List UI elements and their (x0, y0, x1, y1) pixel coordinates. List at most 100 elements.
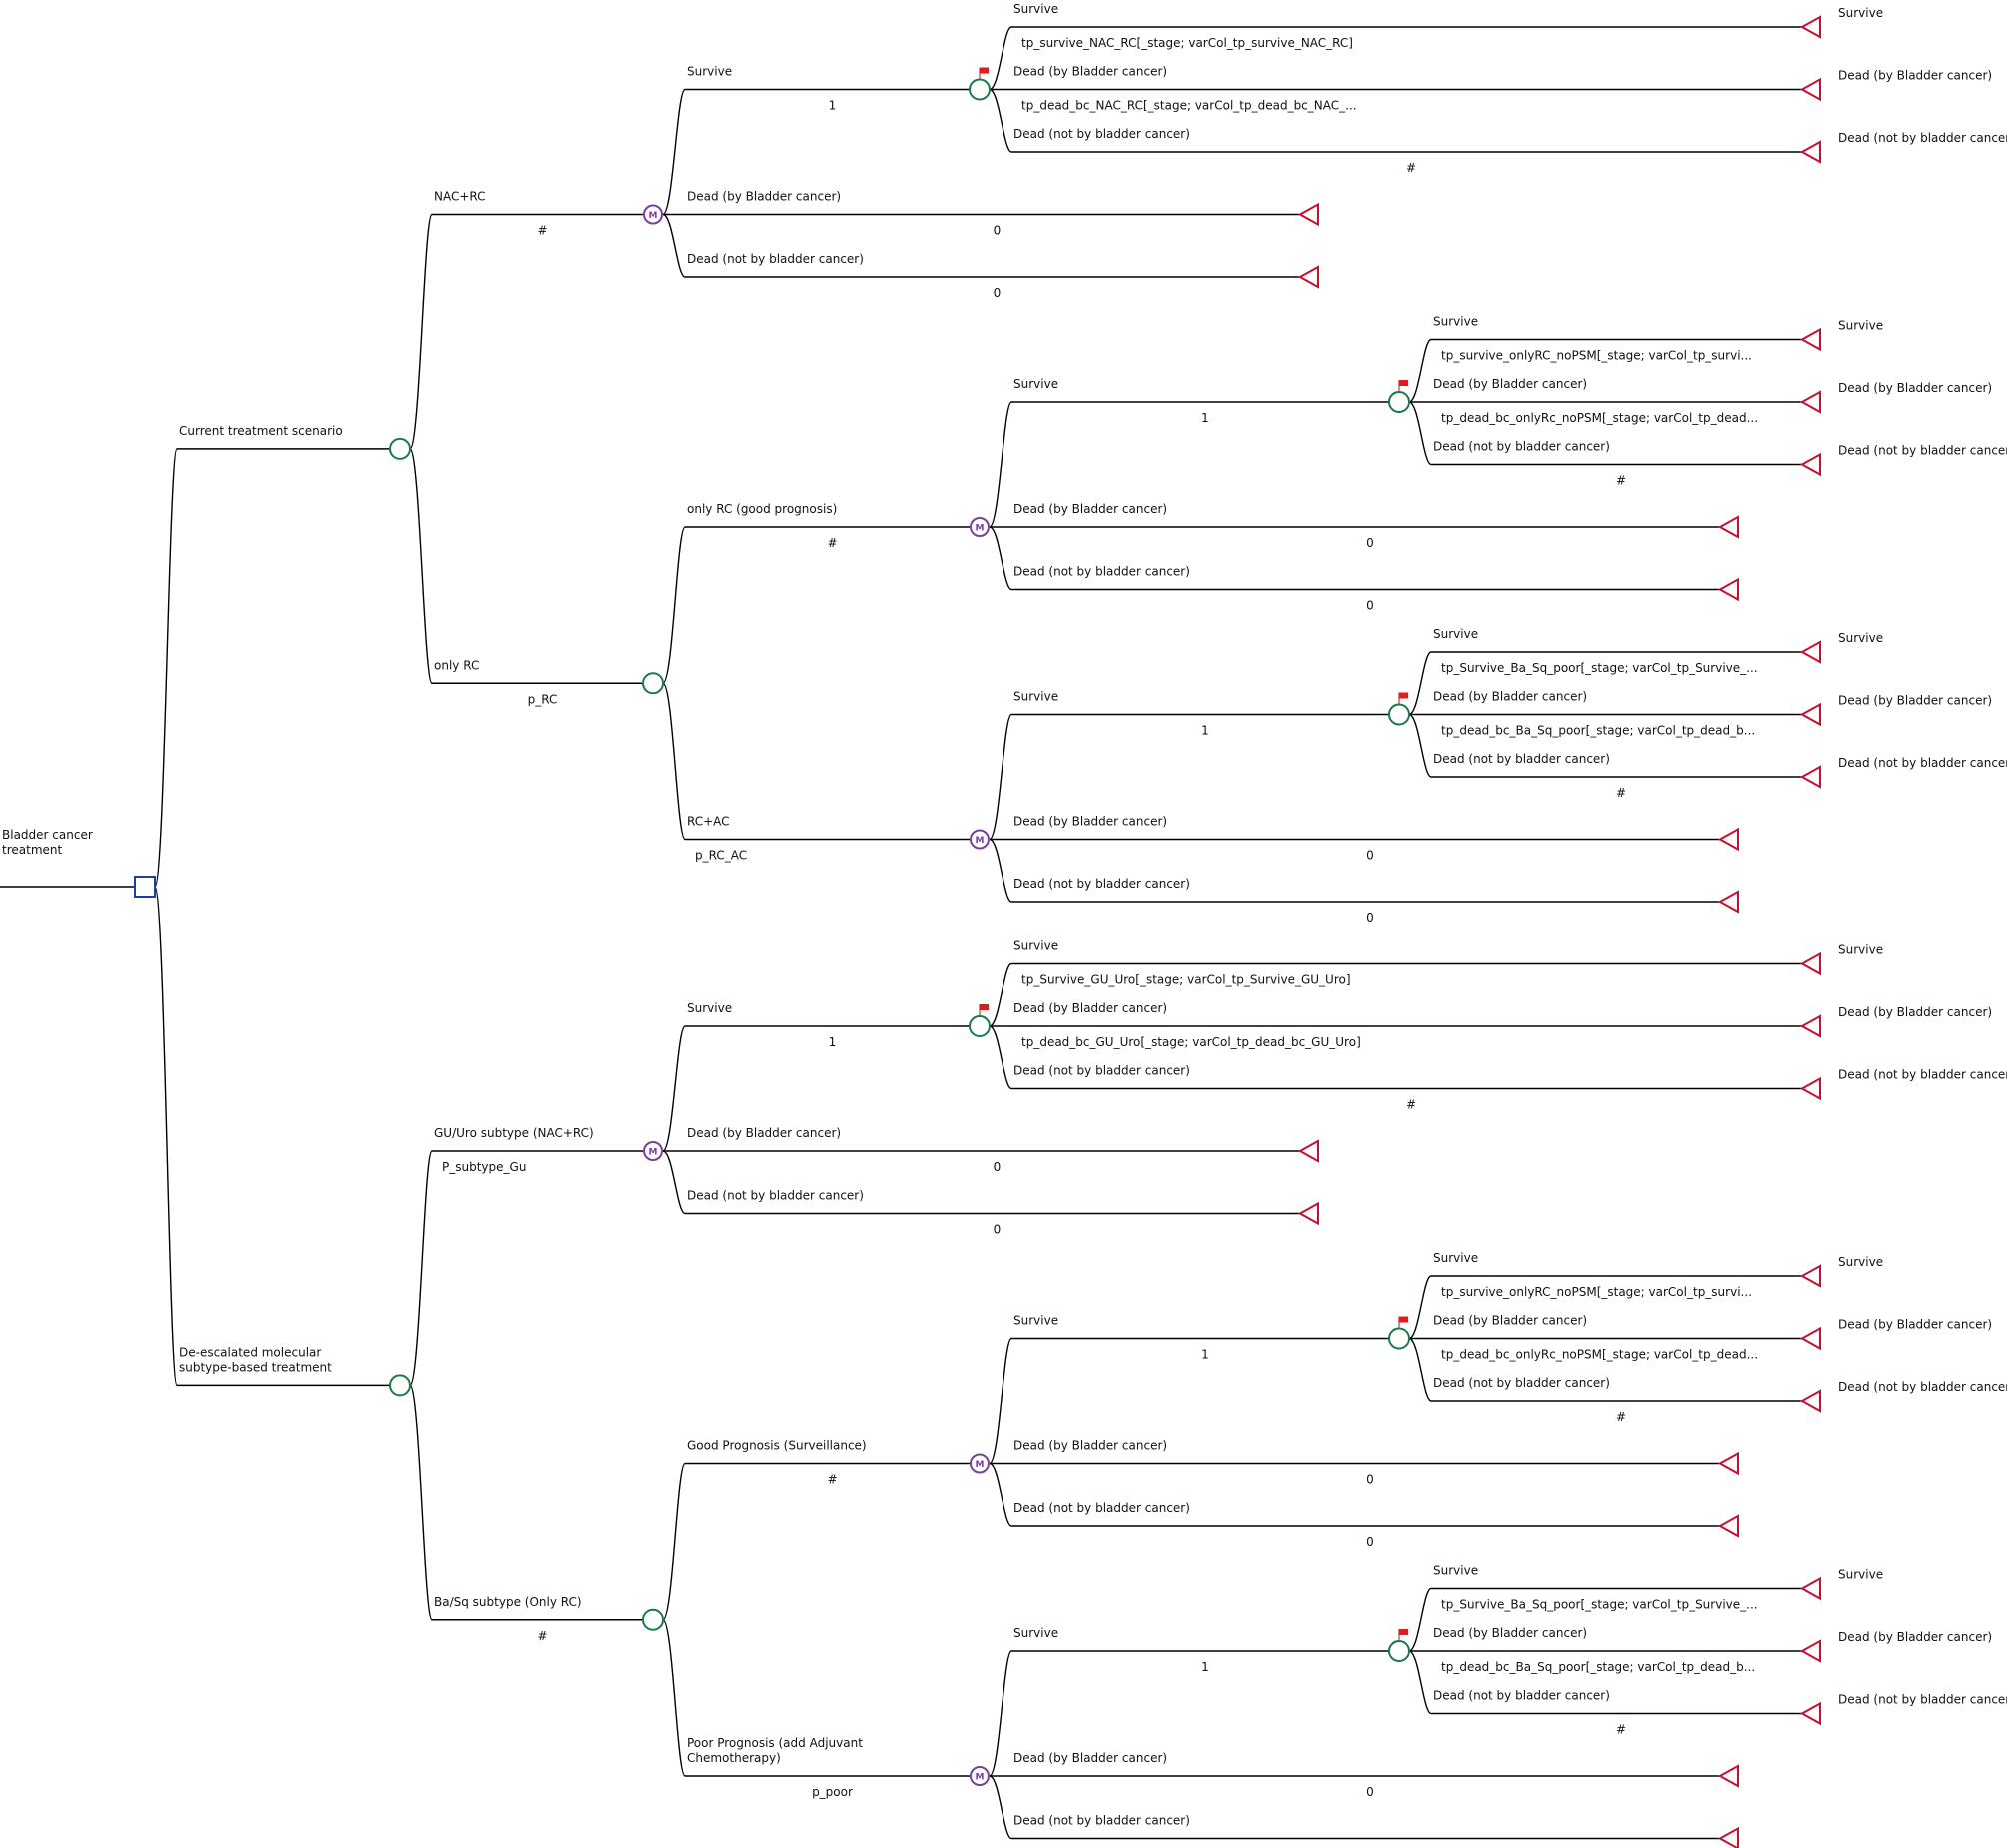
chance-node-icon[interactable] (389, 437, 411, 460)
branch-line (662, 88, 970, 216)
terminal-node-icon[interactable] (1799, 765, 1821, 789)
decision-node-icon[interactable] (134, 876, 156, 898)
branch-name-label: Dead (not by bladder cancer) (1013, 1814, 1190, 1828)
terminal-node-icon[interactable] (1717, 890, 1739, 914)
terminal-outcome-label: Dead (by Bladder cancer) (1838, 1318, 1992, 1332)
branch-line (154, 448, 390, 888)
branch-line (989, 26, 1802, 91)
terminal-node-icon[interactable] (1717, 1764, 1739, 1788)
branch-name-label: RC+AC (687, 815, 730, 829)
terminal-node-icon[interactable] (1799, 951, 1821, 976)
terminal-node-icon[interactable] (1799, 1576, 1821, 1601)
branch-probability-label: 1 (1201, 411, 1209, 425)
markov-node-icon[interactable] (970, 829, 990, 850)
terminal-node-icon[interactable] (1297, 1201, 1319, 1226)
branch-name-label: Dead (not by bladder cancer) (687, 1189, 864, 1203)
chance-node-icon[interactable] (642, 672, 664, 695)
chance-node-icon[interactable] (1388, 703, 1410, 726)
markov-node-icon[interactable] (970, 1453, 990, 1474)
branch-name-label: Dead (not by bladder cancer) (1433, 1689, 1610, 1703)
terminal-node-icon[interactable] (1799, 15, 1821, 39)
terminal-node-icon[interactable] (1799, 1076, 1821, 1101)
markov-node-icon[interactable] (643, 1141, 663, 1161)
branch-probability-label: # (537, 224, 547, 238)
terminal-node-icon[interactable] (1297, 265, 1319, 289)
terminal-node-icon[interactable] (1297, 202, 1319, 227)
chance-node-icon[interactable] (642, 1608, 664, 1631)
terminal-outcome-label: Dead (by Bladder cancer) (1838, 69, 1992, 83)
branch-name-label: Survive (1013, 377, 1058, 391)
branch-probability-label: # (1616, 1410, 1626, 1424)
branch-line (1408, 651, 1802, 716)
branch-name-label: Dead (by Bladder cancer) (1013, 502, 1167, 516)
branch-probability-label: 1 (1201, 724, 1209, 738)
chance-node-icon[interactable] (969, 1015, 991, 1037)
branch-probability-label: 0 (1366, 599, 1374, 613)
terminal-outcome-label: Dead (not by bladder cancer) (1838, 756, 2007, 770)
chance-node-icon[interactable] (1388, 1327, 1410, 1350)
terminal-node-icon[interactable] (1717, 827, 1739, 852)
markov-node-icon[interactable] (970, 517, 990, 537)
branch-probability-label: 0 (1366, 849, 1374, 863)
terminal-node-icon[interactable] (1799, 327, 1821, 352)
branch-probability-label: # (537, 1629, 547, 1643)
chance-node-icon[interactable] (389, 1374, 411, 1397)
terminal-node-icon[interactable] (1717, 1514, 1739, 1538)
markov-letter-icon: M (976, 524, 985, 534)
chance-node-icon[interactable] (1388, 391, 1410, 413)
branch-line (989, 1775, 1720, 1840)
branch-line (662, 1025, 970, 1152)
branch-name-label: NAC+RC (434, 190, 486, 204)
terminal-node-icon[interactable] (1799, 1639, 1821, 1663)
branch-name-label: Dead (by Bladder cancer) (1433, 690, 1587, 704)
chance-node-icon[interactable] (1388, 1640, 1410, 1662)
branch-probability-label: # (1406, 161, 1416, 175)
markov-node-icon[interactable] (970, 1766, 990, 1786)
branch-line (989, 401, 1389, 528)
terminal-node-icon[interactable] (1799, 1389, 1821, 1413)
terminal-node-icon[interactable] (1799, 452, 1821, 477)
markov-node-icon[interactable] (643, 204, 663, 225)
branch-probability-label: # (827, 1473, 837, 1487)
terminal-node-icon[interactable] (1799, 1264, 1821, 1288)
red-flag-icon (1399, 1316, 1408, 1323)
branch-name-label: Survive (1013, 2, 1058, 16)
branch-probability-label: tp_survive_onlyRC_noPSM[_stage; varCol_t… (1441, 349, 1752, 363)
terminal-node-icon[interactable] (1717, 1451, 1739, 1476)
terminal-node-icon[interactable] (1799, 1014, 1821, 1038)
terminal-node-icon[interactable] (1799, 702, 1821, 727)
terminal-node-icon[interactable] (1799, 77, 1821, 102)
red-flag-icon (1399, 692, 1408, 699)
branch-probability-label: 0 (994, 224, 1002, 238)
branch-name-label: Survive (1433, 627, 1478, 641)
markov-letter-icon: M (976, 836, 985, 846)
terminal-node-icon[interactable] (1717, 515, 1739, 539)
terminal-node-icon[interactable] (1717, 577, 1739, 602)
branch-line (1408, 1650, 1802, 1715)
terminal-outcome-label: Dead (not by bladder cancer) (1838, 1380, 2007, 1394)
branch-name-label: Dead (by Bladder cancer) (1013, 1439, 1167, 1453)
terminal-node-icon[interactable] (1297, 1139, 1319, 1163)
branch-line (662, 682, 970, 841)
branch-name-label: Ba/Sq subtype (Only RC) (434, 1595, 582, 1609)
terminal-node-icon[interactable] (1799, 140, 1821, 164)
branch-line (989, 526, 1720, 591)
terminal-outcome-label: Survive (1838, 631, 1883, 645)
red-flag-icon (980, 67, 989, 74)
terminal-outcome-label: Survive (1838, 319, 1883, 333)
terminal-node-icon[interactable] (1799, 640, 1821, 664)
terminal-node-icon[interactable] (1717, 1826, 1739, 1848)
branch-name-label: Dead (not by bladder cancer) (1013, 1064, 1190, 1078)
branch-probability-label: 0 (1366, 1785, 1374, 1799)
terminal-node-icon[interactable] (1799, 390, 1821, 414)
red-flag-icon (1399, 1629, 1408, 1635)
chance-node-icon[interactable] (969, 78, 991, 101)
branch-name-label: Dead (not by bladder cancer) (687, 252, 864, 266)
branch-name-label: Dead (by Bladder cancer) (687, 1126, 841, 1140)
branch-probability-label: tp_dead_bc_Ba_Sq_poor[_stage; varCol_tp_… (1441, 1660, 1755, 1674)
branch-line (1408, 713, 1802, 778)
terminal-node-icon[interactable] (1799, 1701, 1821, 1726)
terminal-node-icon[interactable] (1799, 1326, 1821, 1351)
